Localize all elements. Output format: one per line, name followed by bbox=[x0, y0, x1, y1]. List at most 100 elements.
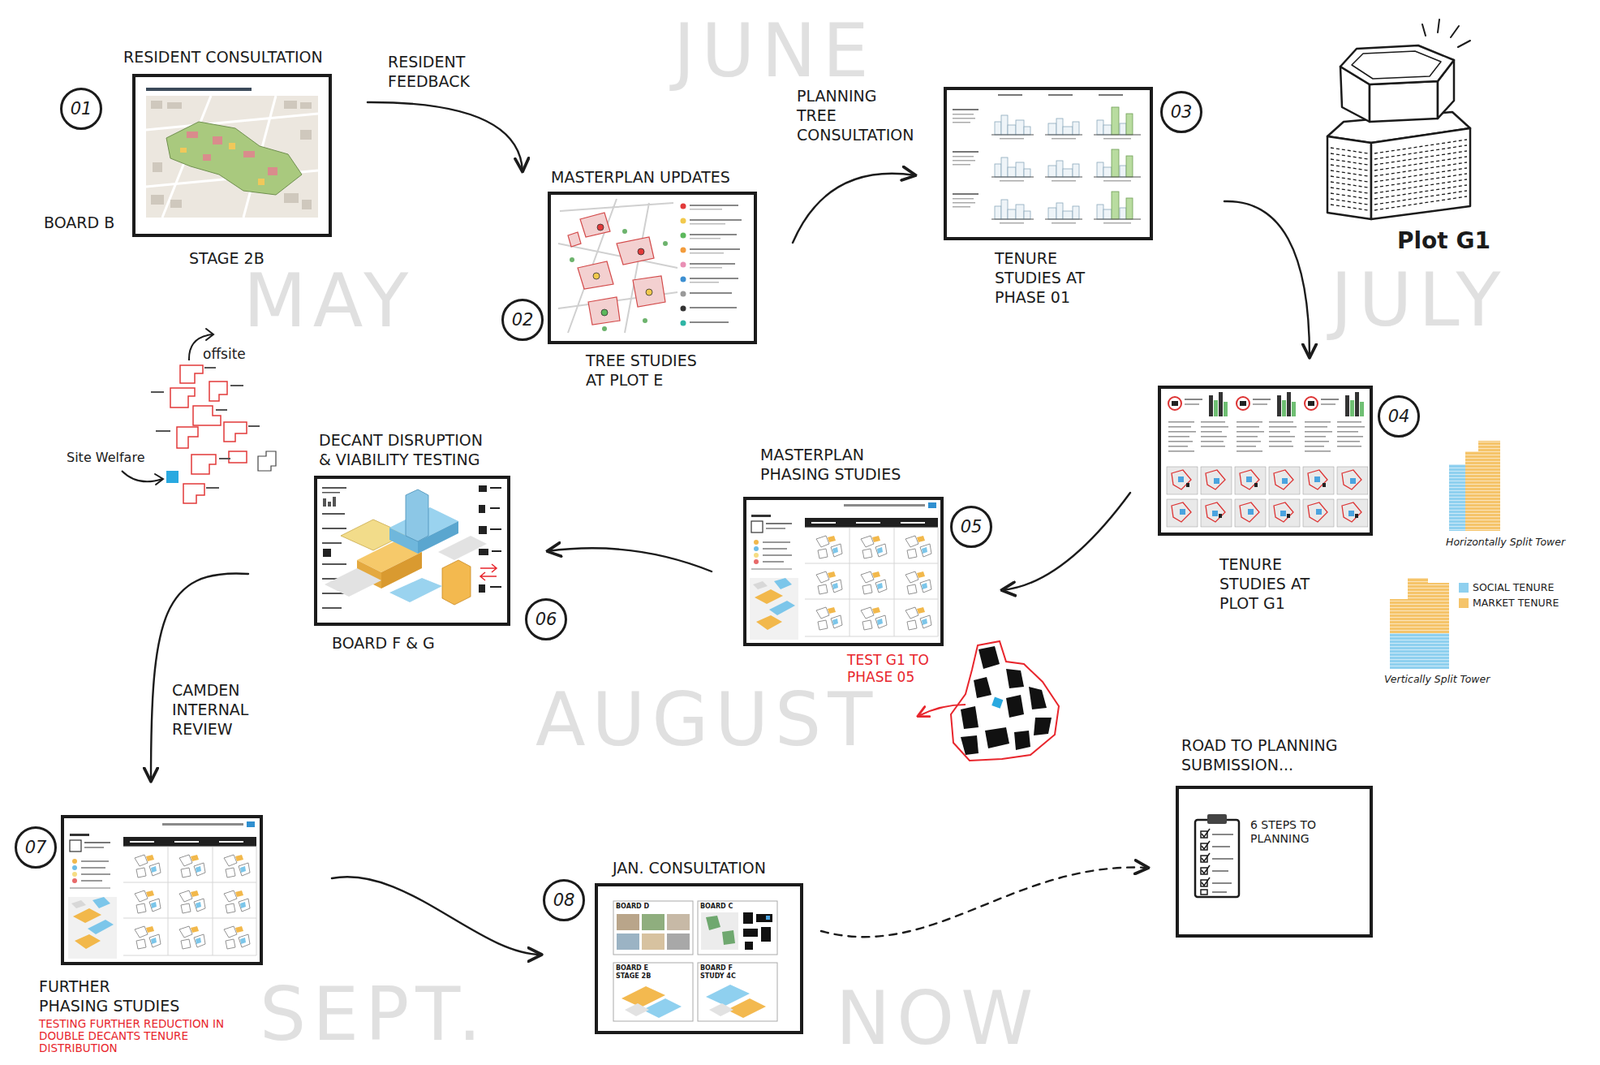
board-thumbnail bbox=[478, 504, 486, 513]
test-plot-map bbox=[973, 676, 992, 698]
board-thumbnail bbox=[622, 228, 628, 234]
board-thumbnail bbox=[478, 525, 487, 534]
board-thumbnail bbox=[947, 90, 1149, 237]
site-plan-sketch bbox=[191, 454, 216, 474]
panel-label: STUDY 4C bbox=[699, 972, 737, 980]
board-heading: JAN. CONSULTATION bbox=[612, 857, 824, 878]
edge-label: PLANNING TREE CONSULTATION bbox=[796, 86, 920, 145]
board-thumbnail bbox=[689, 233, 737, 236]
board-thumbnail bbox=[405, 489, 429, 542]
board-thumbnail bbox=[322, 541, 342, 544]
board-thumbnail bbox=[490, 585, 502, 588]
board-thumbnail bbox=[186, 131, 198, 138]
board-thumbnail bbox=[258, 178, 265, 185]
site-plan-sketch bbox=[180, 365, 203, 383]
flow-arrow bbox=[1224, 201, 1310, 357]
board-thumbnail bbox=[997, 94, 1023, 96]
board-thumbnail bbox=[167, 102, 182, 109]
step-note: 6 STEPS TO PLANNING bbox=[1250, 817, 1344, 846]
legend-text: MARKET TENURE bbox=[1472, 596, 1559, 609]
board-thumbnail bbox=[680, 218, 687, 224]
tower-sketch bbox=[1340, 45, 1454, 85]
board-thumbnail bbox=[567, 212, 666, 325]
board-thumbnail bbox=[689, 219, 742, 221]
tower-sketch bbox=[1422, 19, 1471, 48]
board-thumbnail bbox=[558, 198, 678, 333]
board-frame: RESIDENT CONSULTATIONBOARD BSTAGE 2B bbox=[132, 73, 332, 237]
test-plot-map bbox=[960, 645, 1052, 755]
panel-label: BOARD F bbox=[699, 963, 734, 972]
board-thumbnail bbox=[624, 1002, 650, 1016]
clipboard-icon bbox=[1212, 845, 1231, 848]
board-thumbnail bbox=[490, 486, 502, 489]
board-frame: FURTHER PHASING STUDIESTESTING FURTHER R… bbox=[60, 814, 263, 965]
site-plan-sketch bbox=[206, 486, 220, 489]
board-thumbnail bbox=[478, 548, 489, 555]
board-thumbnail bbox=[598, 886, 800, 1031]
note-text: TESTING FURTHER REDUCTION IN DOUBLE DECA… bbox=[38, 1017, 230, 1054]
board-thumbnail bbox=[300, 102, 312, 109]
board-thumbnail bbox=[322, 606, 342, 609]
board-thumbnail bbox=[228, 142, 236, 150]
board-thumbnail bbox=[689, 306, 737, 309]
board-thumbnail bbox=[680, 203, 687, 210]
test-plot-map bbox=[918, 704, 966, 716]
clipboard-icon bbox=[1212, 857, 1234, 860]
board-thumbnail bbox=[645, 288, 653, 296]
board-thumbnail bbox=[602, 326, 607, 332]
test-plot-map bbox=[984, 726, 1010, 749]
board-thumbnail bbox=[490, 528, 502, 530]
clipboard-icon bbox=[1212, 890, 1227, 893]
site-plan-sketch bbox=[248, 425, 260, 427]
legend-text: SOCIAL TENURE bbox=[1472, 580, 1554, 594]
test-plot-map bbox=[960, 735, 979, 755]
site-plan-sketch bbox=[170, 387, 195, 408]
board-thumbnail bbox=[765, 915, 770, 920]
callout-number: 01 bbox=[60, 87, 103, 130]
site-plan-sketch bbox=[170, 365, 247, 504]
board-thumbnail bbox=[613, 900, 693, 955]
site-plan-sketch bbox=[183, 483, 205, 504]
test-plot-map bbox=[1006, 668, 1024, 689]
board-thumbnail bbox=[680, 232, 687, 239]
flow-arrow bbox=[792, 173, 916, 243]
board-thumbnail bbox=[491, 550, 502, 552]
test-plot-map bbox=[1014, 730, 1031, 750]
board-heading: ROAD TO PLANNING SUBMISSION... bbox=[1181, 735, 1377, 775]
tower-sketch bbox=[1351, 51, 1441, 79]
clipboard-icon bbox=[1200, 828, 1210, 895]
board-thumbnail bbox=[952, 191, 1141, 224]
board-thumbnail bbox=[267, 167, 278, 176]
site-plan-sketch bbox=[206, 328, 214, 340]
site-plan-sketch bbox=[150, 366, 260, 489]
test-plot-map bbox=[918, 640, 1059, 761]
legend-swatch bbox=[1458, 582, 1469, 593]
flow-arrow bbox=[367, 102, 523, 172]
board-thumbnail bbox=[322, 563, 347, 565]
site-plan-sketch bbox=[258, 451, 276, 471]
board-thumbnail bbox=[327, 501, 332, 507]
board-thumbnail bbox=[322, 498, 327, 507]
board-thumbnail bbox=[689, 277, 739, 280]
board-thumbnail bbox=[680, 247, 687, 254]
board-thumbnail bbox=[743, 911, 753, 924]
board-thumbnail bbox=[952, 107, 1141, 140]
site-plan-sketch bbox=[121, 470, 163, 482]
board-thumbnail bbox=[150, 100, 312, 210]
board-caption: FURTHER PHASING STUDIES bbox=[38, 976, 181, 1016]
board-heading: MASTERPLAN UPDATES bbox=[550, 167, 762, 187]
month-watermark: AUGUST bbox=[535, 683, 879, 757]
callout-number: 03 bbox=[1160, 90, 1203, 134]
site-plan-sketch bbox=[155, 430, 171, 432]
panel-label: STAGE 2B bbox=[615, 972, 652, 980]
board-thumbnail bbox=[701, 911, 739, 950]
board-thumbnail bbox=[705, 915, 736, 945]
callout-number: 02 bbox=[501, 298, 544, 341]
board-thumbnail bbox=[743, 928, 758, 937]
board-frame: TENURE STUDIES AT PHASE 01 bbox=[943, 86, 1153, 241]
board-heading: DECANT DISRUPTION & VIABILITY TESTING bbox=[318, 430, 494, 469]
flow-arrow bbox=[547, 547, 712, 572]
board-thumbnail bbox=[642, 318, 648, 323]
test-plot-map bbox=[978, 645, 1000, 669]
